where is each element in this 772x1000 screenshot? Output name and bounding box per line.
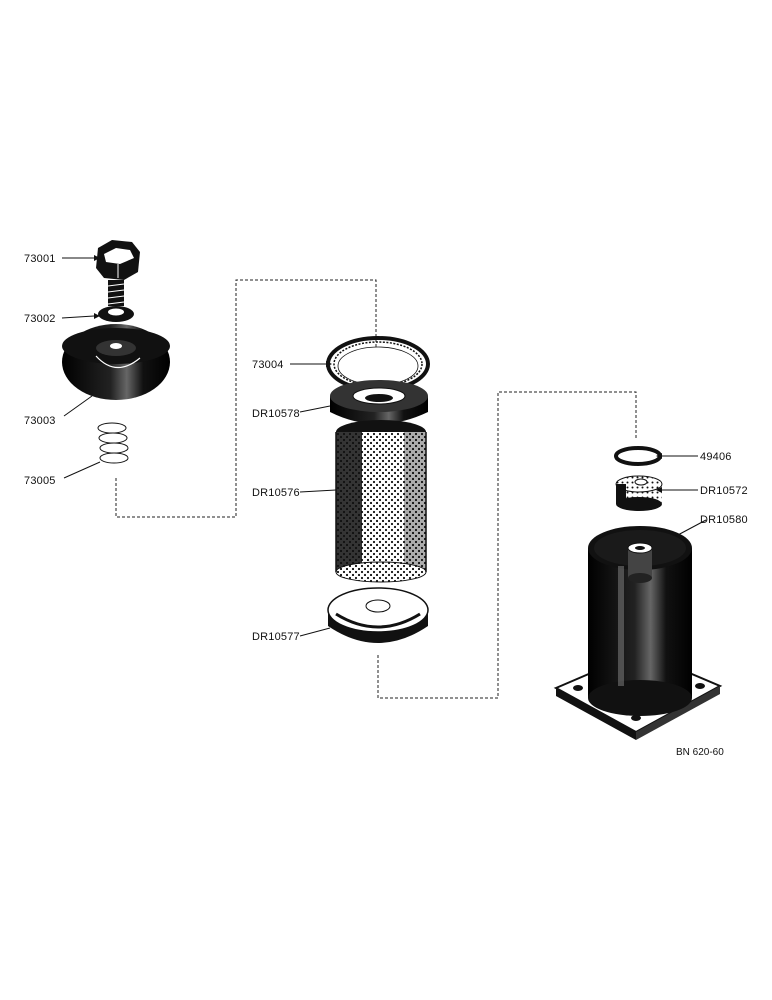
- part-73005-spring: [97, 422, 129, 464]
- label-dr10572: DR10572: [700, 485, 748, 497]
- part-73003-dome-cap: [62, 324, 170, 400]
- part-dr10572-screen: [615, 475, 663, 511]
- label-73004: 73004: [252, 359, 284, 371]
- assembly-line-right: [377, 391, 637, 699]
- part-dr10577-bottom-plate: [327, 587, 429, 643]
- label-dr10580: DR10580: [700, 514, 748, 526]
- label-49406: 49406: [700, 451, 732, 463]
- label-73001: 73001: [24, 253, 56, 265]
- label-73002: 73002: [24, 313, 56, 325]
- part-dr10578-collar: [330, 380, 428, 424]
- part-73001-hex-bolt: [96, 240, 140, 306]
- label-dr10578: DR10578: [252, 408, 300, 420]
- label-dr10576: DR10576: [252, 487, 300, 499]
- part-73002-washer: [98, 306, 134, 322]
- leader-lines: [61, 255, 707, 637]
- assembly-line-left: [115, 279, 377, 518]
- drawing-code: BN 620-60: [676, 747, 724, 758]
- part-dr10576-filter-element: [335, 420, 427, 583]
- label-73005: 73005: [24, 475, 56, 487]
- part-49406-o-ring: [614, 446, 662, 466]
- label-dr10577: DR10577: [252, 631, 300, 643]
- label-73003: 73003: [24, 415, 56, 427]
- part-dr10580-housing: [553, 526, 723, 740]
